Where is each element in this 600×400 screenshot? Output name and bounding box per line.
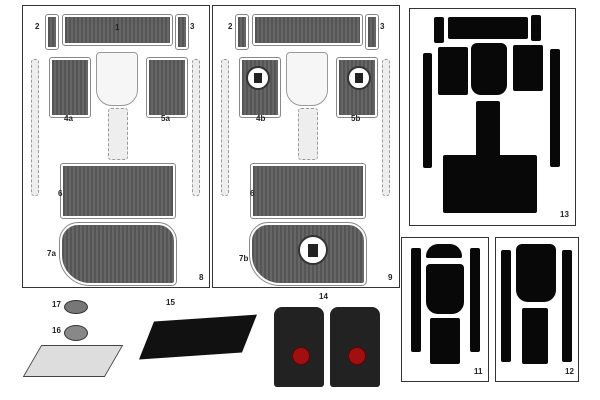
logo-icon	[348, 347, 366, 365]
part-4b	[239, 57, 281, 118]
carpet-piece	[550, 49, 560, 167]
carpet-piece	[516, 244, 556, 302]
insulation-pad-15	[138, 314, 258, 360]
part-2	[45, 14, 59, 50]
panel-13	[409, 8, 576, 226]
carpet-piece	[501, 250, 511, 362]
label-5b: 5b	[351, 114, 361, 123]
carpet-piece	[426, 244, 462, 258]
carpet-piece	[430, 318, 460, 364]
label-4b: 4b	[256, 114, 266, 123]
label-16: 17	[52, 300, 61, 309]
part-7a	[59, 222, 177, 286]
carpet-piece	[434, 17, 444, 43]
floor-mat-left	[274, 307, 324, 387]
panel-9	[212, 5, 400, 288]
panel-8	[22, 5, 210, 288]
part-5b	[336, 57, 378, 118]
tunnel	[108, 108, 128, 160]
sill-right	[382, 59, 390, 196]
part-7b	[249, 222, 367, 286]
carpet-piece	[513, 45, 543, 91]
part-4a	[49, 57, 91, 118]
tunnel	[298, 108, 318, 160]
carpet-piece	[531, 15, 541, 41]
label-6: 6	[250, 189, 255, 198]
carpet-piece	[562, 250, 572, 362]
label-2: 2	[35, 22, 40, 31]
label-1: 1	[115, 23, 120, 32]
panel-11	[401, 237, 489, 382]
label-12: 12	[565, 367, 574, 376]
label-7a: 7a	[47, 249, 56, 258]
floor-mat-right	[330, 307, 380, 387]
part-6b	[250, 163, 366, 219]
label-5a: 5a	[161, 114, 170, 123]
label-3: 3	[190, 22, 195, 31]
fastener-16	[64, 300, 88, 314]
logo-icon	[298, 235, 328, 265]
label-17: 16	[52, 326, 61, 335]
label-3: 3	[380, 22, 385, 31]
carpet-piece	[471, 43, 507, 95]
sill-left	[31, 59, 39, 196]
sill-left	[221, 59, 229, 196]
carpet-piece	[476, 101, 500, 163]
label-4a: 4a	[64, 114, 73, 123]
carpet-piece	[411, 248, 421, 352]
sill-right	[192, 59, 200, 196]
label-8: 8	[199, 273, 204, 282]
carpet-piece	[470, 248, 480, 352]
logo-icon	[246, 66, 270, 90]
part-3b	[365, 14, 379, 50]
part-6	[60, 163, 176, 219]
label-6: 6	[58, 189, 63, 198]
carpet-piece	[423, 53, 432, 168]
fastener-17	[64, 325, 88, 341]
logo-icon	[292, 347, 310, 365]
mat-sample	[22, 345, 124, 377]
label-15: 15	[166, 298, 175, 307]
part-1	[62, 14, 173, 46]
carpet-piece	[448, 17, 528, 39]
label-9: 9	[388, 273, 393, 282]
label-2: 2	[228, 22, 233, 31]
label-13: 13	[560, 210, 569, 219]
label-7b: 7b	[239, 254, 249, 263]
part-1b	[252, 14, 363, 46]
logo-icon	[347, 66, 371, 90]
carpet-piece	[438, 47, 468, 95]
carpet-piece	[426, 264, 464, 314]
tunnel-cover	[286, 52, 328, 106]
panel-12	[495, 237, 579, 382]
label-11: 11	[474, 367, 483, 376]
tunnel-cover	[96, 52, 138, 106]
label-14: 14	[319, 292, 328, 301]
part-3	[175, 14, 189, 50]
part-2b	[235, 14, 249, 50]
carpet-piece	[522, 308, 548, 364]
carpet-piece	[443, 155, 537, 213]
part-5a	[146, 57, 188, 118]
